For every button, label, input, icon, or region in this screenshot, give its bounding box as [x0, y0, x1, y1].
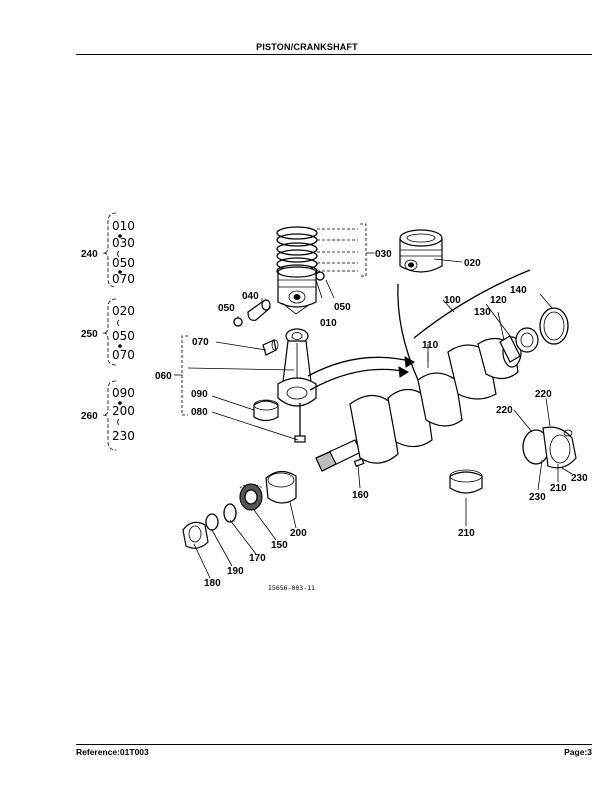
callout-150: 150	[271, 540, 288, 551]
callout-200: 200	[290, 528, 307, 539]
callout-220-left: 220	[496, 405, 513, 416]
callout-020: 020	[464, 258, 481, 269]
group-250-member-2: 050	[112, 329, 135, 343]
thrust-bearing-set	[522, 426, 577, 469]
group-240-member-3: 050	[112, 256, 135, 270]
callout-190: 190	[227, 566, 244, 577]
group-240-member-4: 070	[112, 272, 135, 286]
callout-030: 030	[375, 249, 392, 260]
callout-230-right: 230	[571, 473, 588, 484]
assembly-arrows	[307, 269, 531, 391]
callout-220-right: 220	[535, 389, 552, 400]
piston-assembly	[277, 266, 317, 315]
group-250: 250 020 050 070	[81, 298, 135, 366]
main-bearing-210	[449, 469, 483, 494]
callout-070: 070	[192, 337, 209, 348]
snap-ring-right	[315, 271, 325, 281]
callout-180: 180	[204, 578, 221, 589]
callout-160: 160	[352, 490, 369, 501]
callout-060: 060	[155, 371, 172, 382]
front-parts	[182, 470, 297, 549]
callout-120: 120	[490, 295, 507, 306]
callout-130: 130	[474, 307, 491, 318]
group-240-label: 240	[81, 249, 98, 260]
callout-140: 140	[510, 285, 527, 296]
group-240-member-2: 030	[112, 236, 135, 250]
piston-pin	[247, 299, 271, 321]
ring-leaders	[317, 228, 358, 272]
page-number: Page:3	[564, 747, 592, 757]
page-title: PISTON/CRANKSHAFT	[256, 42, 358, 52]
callout-040: 040	[242, 291, 259, 302]
rod-bearing-090	[253, 399, 279, 422]
group-260-member-1: 090	[112, 386, 135, 400]
group-250-label: 250	[81, 329, 98, 340]
callout-090: 090	[191, 389, 208, 400]
group-250-member-3: 070	[112, 348, 135, 362]
group-240: 240 010 030 050 070	[81, 212, 135, 288]
key-160	[353, 457, 365, 467]
reference-label: Reference:01T003	[76, 747, 149, 757]
leader-lines	[187, 258, 573, 579]
connecting-rod	[262, 328, 317, 407]
callout-210-center: 210	[458, 528, 475, 539]
callout-050-left: 050	[218, 303, 235, 314]
rear-bearing-group	[499, 307, 569, 363]
callout-230-left: 230	[529, 492, 546, 503]
callout-010: 010	[320, 318, 337, 329]
group-260-member-3: 230	[112, 429, 135, 443]
callout-080: 080	[191, 407, 208, 418]
group-250-member-1: 020	[112, 304, 135, 318]
rod-bolt-080	[294, 403, 306, 443]
callout-100: 100	[444, 295, 461, 306]
snap-ring-left	[233, 317, 243, 327]
group-260: 260 090 200 230	[81, 380, 135, 451]
footer-rule	[76, 744, 592, 745]
group-260-member-2: 200	[112, 404, 135, 418]
group-240-member-1: 010	[112, 219, 135, 233]
callout-210-right: 210	[550, 483, 567, 494]
group-260-label: 260	[81, 411, 98, 422]
piston-020	[399, 229, 443, 273]
crankshaft	[315, 336, 522, 472]
callout-170: 170	[249, 553, 266, 564]
bracket-060	[181, 335, 188, 416]
header-rule	[76, 54, 592, 55]
callout-050-right: 050	[334, 302, 351, 313]
figure-code: I5656-003-11	[268, 584, 315, 592]
callout-110: 110	[422, 340, 439, 351]
